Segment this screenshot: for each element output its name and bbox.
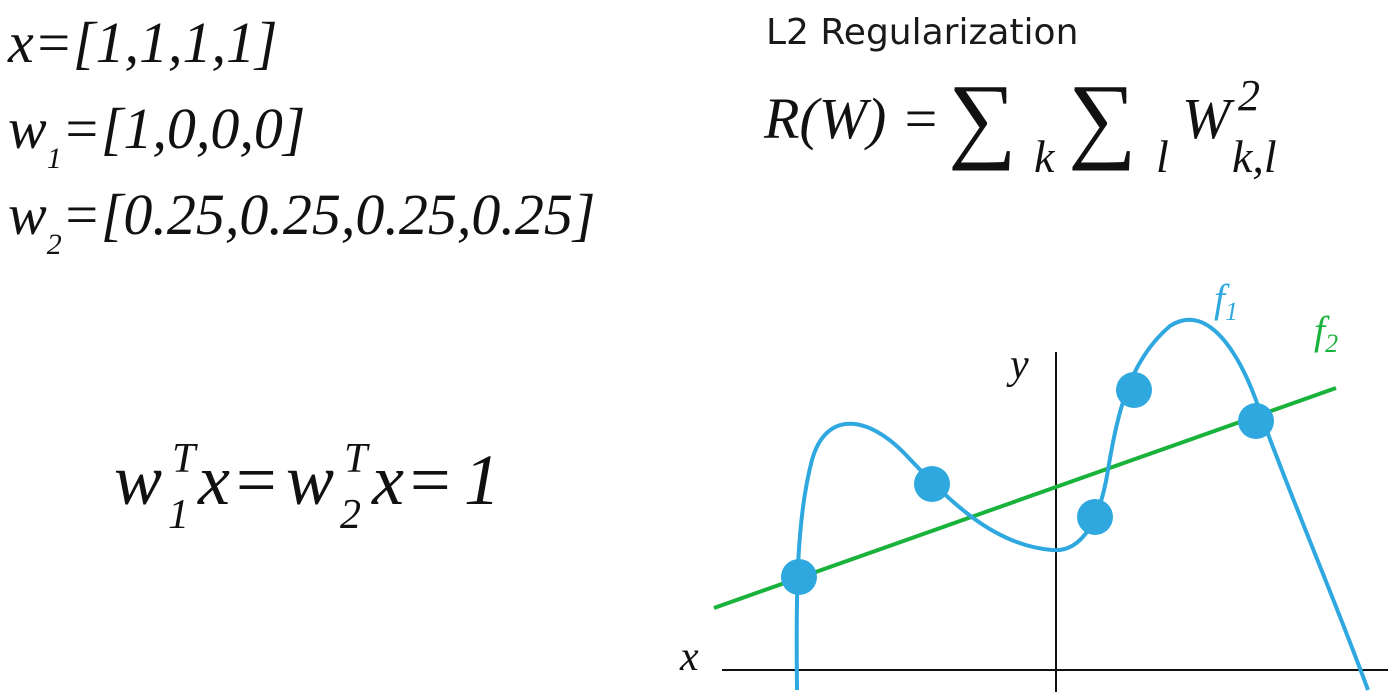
regularization-formula: R(W) = ∑ k ∑ l W 2 k,l [764,64,1324,192]
x-vector-equation: x=[1,1,1,1] [8,14,278,72]
weight-symbol: W [1182,86,1231,151]
identity-w1: w [114,440,163,520]
w2-values: =[0.25,0.25,0.25,0.25] [61,182,596,247]
x-vector-text: x=[1,1,1,1] [8,10,278,75]
formula-lhs: R(W) = [764,86,941,151]
sum-symbol-l: ∑ [1068,64,1137,171]
f2-label: f2 [1314,308,1338,358]
data-point [914,466,950,502]
y-axis-label: y [1006,342,1029,388]
identity-w2: w [286,440,335,520]
identity-one: 1 [464,440,500,520]
w2-var: w [8,182,47,247]
dot-product-identity: w T 1 x = w T 2 x = 1 [110,430,570,540]
w2-subscript: 2 [46,228,62,261]
sum-index-l: l [1156,131,1169,182]
f2-line [713,386,1337,610]
identity-x-1: x [198,440,230,520]
f2-label-sub: 2 [1325,329,1338,358]
w2-vector-equation: w2=[0.25,0.25,0.25,0.25] [8,186,595,260]
identity-equals-2: = [410,440,451,520]
sum-index-k: k [1034,131,1055,182]
f1-label-sub: 1 [1225,297,1238,326]
weight-exponent: 2 [1238,71,1260,120]
data-point [781,559,817,595]
data-point [1116,372,1152,408]
f1-label: f1 [1214,276,1238,326]
identity-x-2: x [372,440,404,520]
data-point [1238,403,1274,439]
identity-sub-2: 2 [340,492,361,538]
w1-subscript: 1 [46,142,62,175]
identity-sub-1: 1 [168,492,189,538]
x-axis-label: x [679,634,699,680]
sum-symbol-k: ∑ [948,64,1017,171]
identity-equals-1: = [236,440,277,520]
w1-values: =[1,0,0,0] [61,96,306,161]
identity-transpose-1: T [172,436,196,482]
regularization-title: L2 Regularization [766,12,1079,53]
data-point [1077,499,1113,535]
identity-transpose-2: T [344,436,368,482]
weight-subscript: k,l [1232,131,1277,182]
w1-var: w [8,96,47,161]
w1-vector-equation: w1=[1,0,0,0] [8,100,305,174]
